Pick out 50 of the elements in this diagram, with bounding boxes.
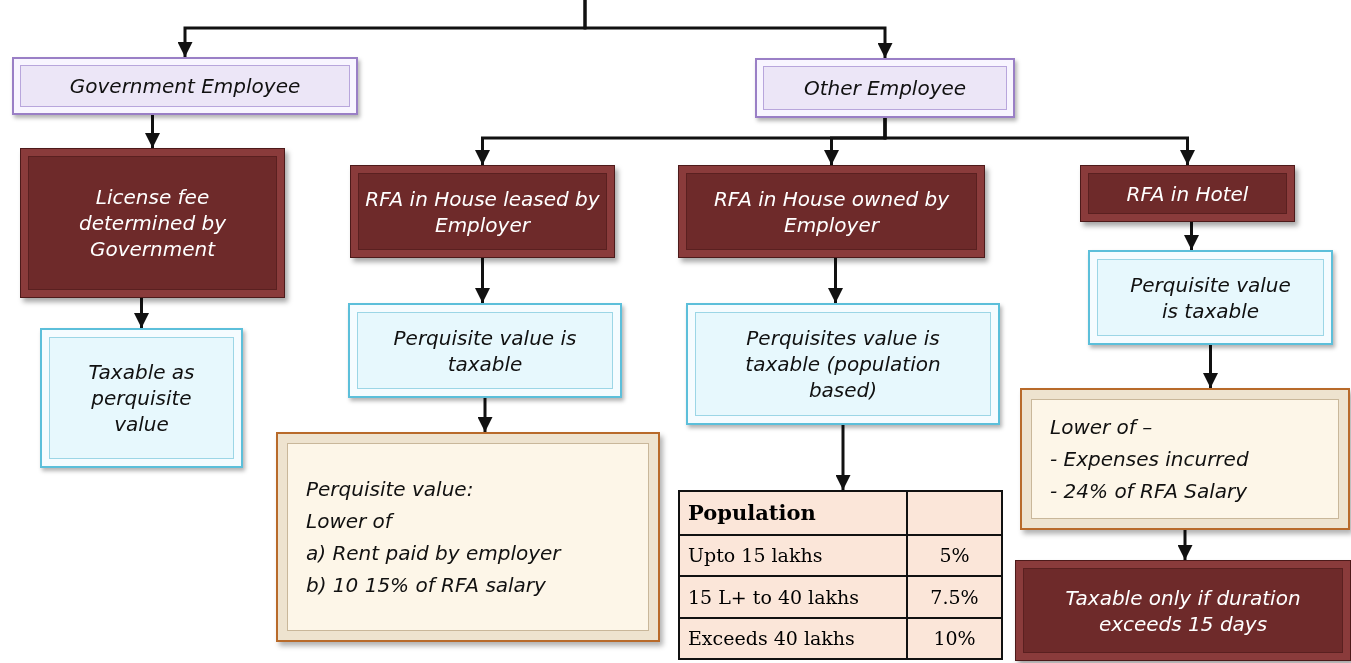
box-text: RFA in House leased by Employer: [365, 185, 600, 238]
arrow: [477, 398, 493, 432]
box-text: RFA in Hotel: [1125, 180, 1250, 207]
category-box: [1080, 165, 1295, 222]
arrow: [145, 115, 160, 148]
population-table: [678, 490, 1003, 660]
result-box: [40, 328, 243, 468]
arrow: [835, 425, 851, 490]
arrow: [828, 258, 843, 303]
box-text: Other Employee: [802, 75, 968, 101]
result-box: [1088, 250, 1333, 345]
table-cell: 10%: [908, 618, 1001, 658]
arrow: [475, 258, 490, 303]
box-text: Lower of: [306, 505, 658, 537]
arrow: [1177, 530, 1193, 560]
box-text: Government Employee: [68, 73, 302, 99]
category-box: [20, 148, 285, 298]
box-text: - 24% of RFA Salary: [1050, 478, 1249, 505]
box-text: Lower of –: [1050, 414, 1154, 441]
table-cell: 15 L+ to 40 lakhs: [680, 577, 906, 617]
box-text: Perquisites value is taxable (population based): [744, 325, 942, 403]
arrow: [583, 0, 893, 58]
table-cell: Population: [680, 492, 906, 534]
table-cell: Upto 15 lakhs: [680, 535, 906, 576]
employee-box: [12, 57, 358, 115]
box-text: - Expenses incurred: [1050, 446, 1250, 473]
box-text: a) Rent paid by employer: [306, 540, 563, 567]
table-cell: 7.5%: [908, 577, 1001, 617]
result-box: [686, 303, 1000, 425]
box-text: Perquisite value is taxable: [392, 324, 578, 377]
arrow: [1184, 222, 1199, 250]
category-box: [350, 165, 615, 258]
box-text: Taxable as perquisite value: [87, 359, 196, 437]
category-box: [678, 165, 985, 258]
table-cell: 5%: [908, 535, 1001, 576]
arrow: [883, 118, 1195, 165]
employee-box: [755, 58, 1015, 118]
arrow: [134, 298, 149, 328]
note-box: [1020, 388, 1350, 530]
box-text: Perquisite value:: [306, 476, 475, 503]
table-cell: Exceeds 40 lakhs: [680, 618, 906, 658]
box-text: License fee determined by Government: [78, 184, 227, 262]
box-text: RFA in House owned by Employer: [712, 185, 951, 238]
box-text: Taxable only if duration exceeds 15 days: [1064, 584, 1302, 637]
note-box: [276, 432, 660, 642]
arrow: [1203, 345, 1218, 388]
result-box: [348, 303, 622, 398]
box-text: Perquisite value is taxable: [1129, 271, 1292, 324]
category-box: [1015, 560, 1351, 661]
box-text: b) 10 15% of RFA salary: [306, 572, 547, 599]
